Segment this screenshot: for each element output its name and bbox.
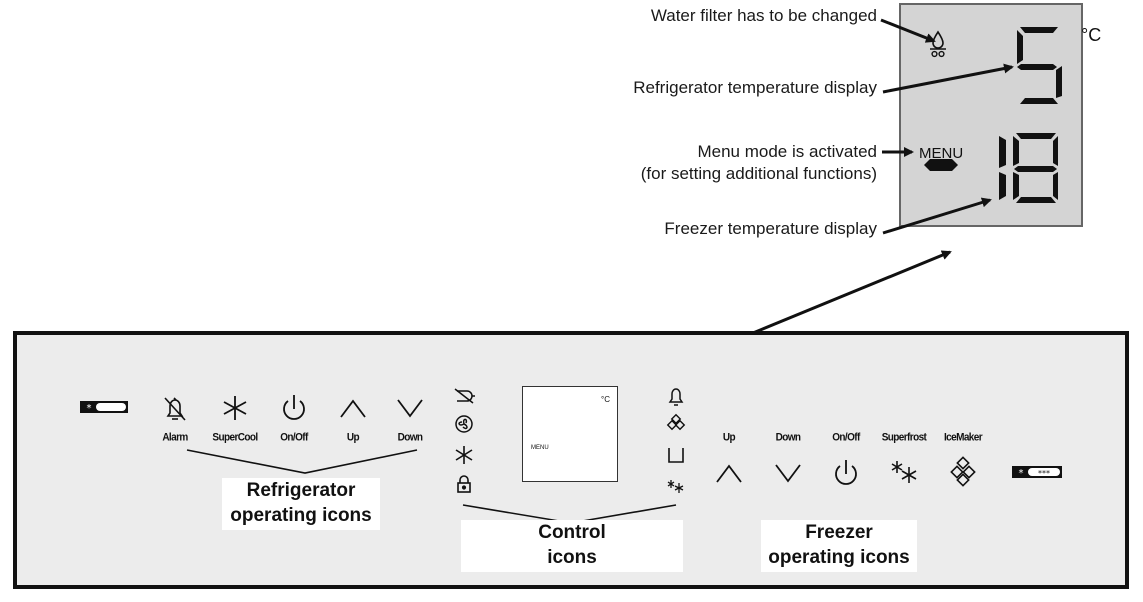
menu-label: MENU xyxy=(919,145,964,162)
ice-tray-icon xyxy=(668,448,684,463)
chevron-up-icon[interactable] xyxy=(340,399,366,418)
annotation-water-filter: Water filter has to be changed xyxy=(650,6,877,25)
power-icon[interactable] xyxy=(283,395,305,420)
freezer-group-line2: operating icons xyxy=(768,547,910,568)
snow-asterisk-icon xyxy=(455,446,473,464)
freezer-chevron-up-icon[interactable] xyxy=(716,464,742,483)
control-group-label: Control icons xyxy=(461,520,683,572)
unit-label: °C xyxy=(1081,25,1102,45)
svg-text:***: *** xyxy=(1038,469,1050,478)
freezer-compartment-badge: * *** xyxy=(1012,466,1062,479)
mini-unit-label: °C xyxy=(601,395,610,404)
mini-menu-label: MENU xyxy=(531,445,549,451)
fan-icon xyxy=(455,415,473,433)
svg-text:*: * xyxy=(1019,468,1024,479)
freezer-group-line1: Freezer xyxy=(805,522,873,543)
refrigerator-group-line2: operating icons xyxy=(230,505,372,526)
annotation-menu-line1: Menu mode is activated xyxy=(697,142,877,161)
seven-seg-5-large xyxy=(1017,27,1062,104)
freezer-label-onoff: On/Off xyxy=(832,431,860,444)
superfrost-icon[interactable] xyxy=(891,461,917,483)
ice-cubes-small-icon xyxy=(666,413,686,431)
refrigerator-bracket xyxy=(186,449,418,474)
seven-seg-1-large xyxy=(999,136,1006,200)
water-plug-icon xyxy=(454,388,475,404)
button-label-up: Up xyxy=(346,431,360,444)
button-label-down: Down xyxy=(397,431,423,444)
button-label-supercool: SuperCool xyxy=(212,431,258,444)
annotation-freezer-display: Freezer temperature display xyxy=(664,219,877,238)
chevron-down-icon[interactable] xyxy=(397,399,423,418)
button-label-onoff: On/Off xyxy=(280,431,308,444)
superfrost-small-icon xyxy=(667,480,684,493)
refrigerator-group-line1: Refrigerator xyxy=(246,480,356,501)
freezer-label-down: Down xyxy=(775,431,801,444)
menu-indicator xyxy=(924,159,958,171)
ice-cubes-icon[interactable] xyxy=(950,456,976,487)
freezer-label-up: Up xyxy=(722,431,736,444)
alarm-bell-icon xyxy=(668,388,684,406)
svg-text:*: * xyxy=(87,403,92,414)
annotation-fridge-display: Refrigerator temperature display xyxy=(633,78,877,97)
refrigerator-group-label: Refrigerator operating icons xyxy=(222,478,380,530)
freezer-label-superfrost: Superfrost xyxy=(881,431,927,444)
control-group-line1: Control xyxy=(538,522,606,543)
bell-icon[interactable] xyxy=(164,397,186,421)
button-label-alarm: Alarm xyxy=(162,431,188,444)
fridge-compartment-badge: * xyxy=(80,401,128,414)
mini-display: °C MENU xyxy=(522,386,618,482)
freezer-power-icon[interactable] xyxy=(835,460,857,485)
freezer-label-icemaker: IceMaker xyxy=(943,431,983,444)
asterisk-icon[interactable] xyxy=(223,396,247,420)
control-group-line2: icons xyxy=(547,547,597,568)
lock-icon xyxy=(457,475,471,493)
annotation-menu-line2: (for setting additional functions) xyxy=(640,164,877,183)
seven-seg-8-large xyxy=(1013,133,1058,203)
freezer-chevron-down-icon[interactable] xyxy=(775,464,801,483)
freezer-group-label: Freezer operating icons xyxy=(761,520,917,572)
